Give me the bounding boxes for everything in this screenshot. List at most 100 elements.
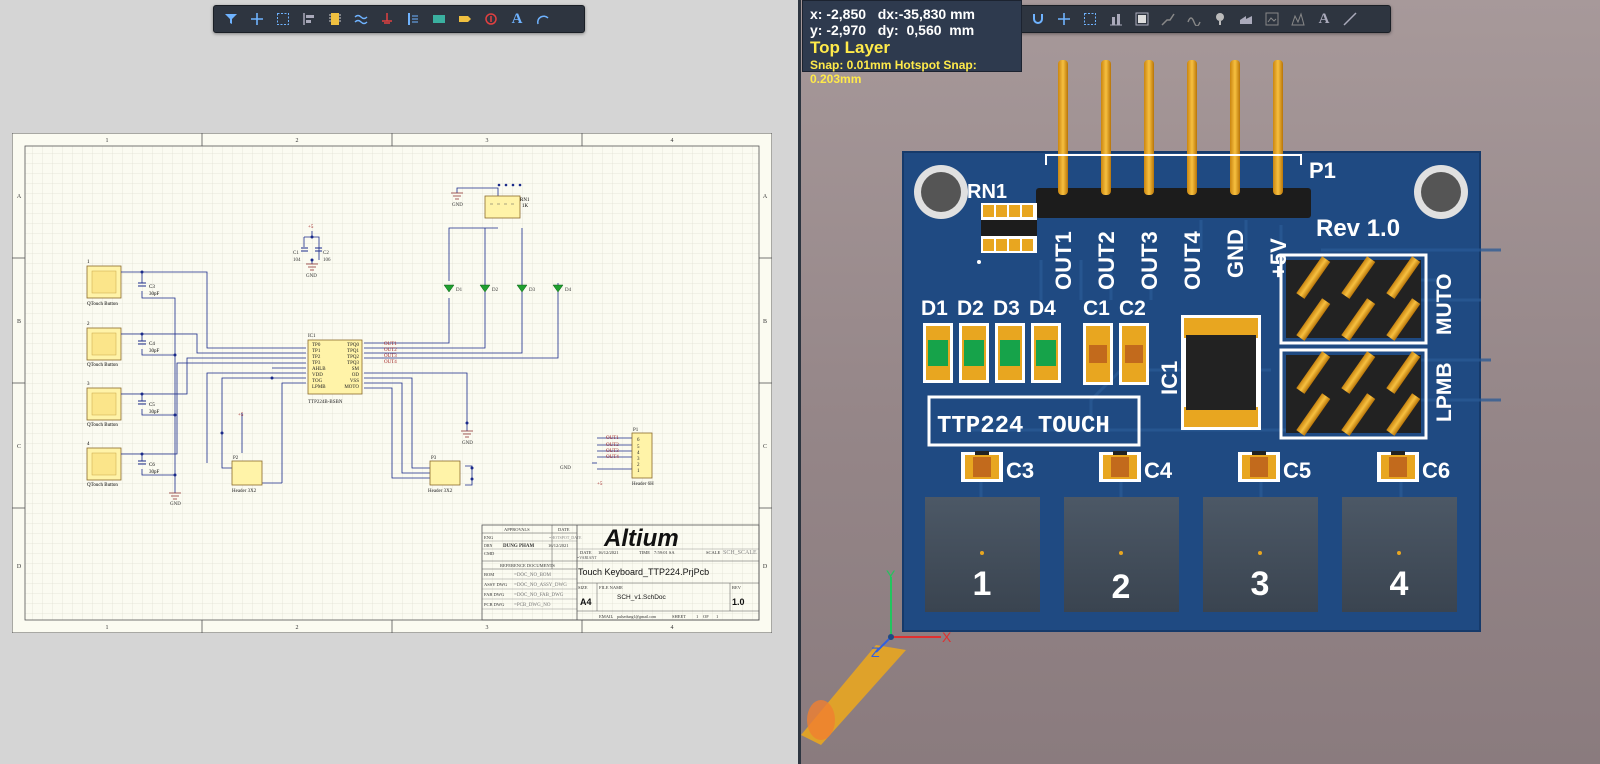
touch-button-1[interactable]: 1 QTouch Button C3 30pF — [86, 260, 160, 307]
row-label: C — [17, 444, 21, 450]
ic1-chip[interactable]: IC1 — [1157, 315, 1261, 430]
fill-icon[interactable] — [1261, 8, 1283, 30]
p3-header[interactable]: P3 Header 3X2 — [428, 456, 461, 494]
svg-text:C5: C5 — [1283, 458, 1311, 483]
svg-text:C2: C2 — [323, 251, 329, 256]
gnd-label: GND — [560, 466, 571, 471]
col-label: 2 — [296, 138, 299, 144]
filter-icon[interactable] — [220, 8, 242, 30]
polygon-icon[interactable] — [1287, 8, 1309, 30]
col-label: 4 — [671, 138, 674, 144]
touch-button-2[interactable]: 2 QTouch Button C4 30pF — [86, 322, 160, 368]
diff-pair-icon[interactable] — [1183, 8, 1205, 30]
altium-logo: Altium — [603, 525, 679, 552]
button-number: 3 — [87, 382, 90, 387]
svg-text:SHEET: SHEET — [672, 614, 686, 619]
power-port-icon[interactable] — [376, 8, 398, 30]
schematic-toolbar: A — [213, 5, 585, 33]
svg-text:VDD: VDD — [312, 373, 323, 378]
svg-text:Header 3X2: Header 3X2 — [428, 489, 453, 494]
text-icon[interactable]: A — [511, 10, 523, 27]
svg-text:OD: OD — [352, 373, 360, 378]
net-label-icon[interactable] — [428, 8, 450, 30]
svg-text:D1: D1 — [921, 297, 948, 320]
row-label: B — [17, 319, 21, 325]
svg-text:AHLB: AHLB — [312, 367, 326, 372]
route-icon[interactable] — [1157, 8, 1179, 30]
net-label: OUT4 — [384, 360, 397, 365]
svg-text:104: 104 — [293, 258, 301, 263]
svg-text:Header 6H: Header 6H — [632, 482, 654, 487]
cap-ref: C5 — [149, 403, 155, 408]
svg-text:X: X — [942, 629, 952, 645]
pcb-board-view[interactable]: P1 RN1 Rev 1.0 OUT1 OUT2 OUT3 OUT4 GND +… — [801, 0, 1600, 764]
leds: D1 D2 D3 D4 — [443, 284, 572, 293]
svg-text:SIZE: SIZE — [578, 585, 588, 590]
row-label: D — [17, 564, 22, 570]
row-label: A — [17, 194, 22, 200]
touch-button-4[interactable]: 4 QTouch Button C6 30pF — [86, 442, 160, 488]
line-icon[interactable] — [1339, 8, 1361, 30]
port-icon[interactable] — [454, 8, 476, 30]
select-rect-icon[interactable] — [1079, 8, 1101, 30]
svg-text:D2: D2 — [957, 297, 984, 320]
arc-icon[interactable] — [532, 8, 554, 30]
rn1-resistor-network[interactable]: RN1 1K — [484, 195, 530, 219]
svg-text:DATE: DATE — [580, 550, 592, 555]
svg-text:OUT3: OUT3 — [1137, 231, 1162, 290]
col-label: 4 — [671, 625, 674, 631]
svg-text:TPQ3: TPQ3 — [347, 361, 359, 366]
svg-text:TTP224B-BSBN: TTP224B-BSBN — [308, 400, 343, 405]
svg-text:Header 3X2: Header 3X2 — [232, 489, 257, 494]
lpmb-jumper[interactable] — [1279, 348, 1428, 440]
svg-text:D3: D3 — [993, 297, 1020, 320]
svg-text:OUT4: OUT4 — [1180, 231, 1205, 290]
text-icon[interactable]: A — [1318, 10, 1330, 27]
via-icon[interactable] — [1209, 8, 1231, 30]
add-icon[interactable] — [1053, 8, 1075, 30]
touch-button-3[interactable]: 3 QTouch Button C5 30pF — [86, 382, 160, 428]
bus-icon[interactable] — [402, 8, 424, 30]
pcb-3d-panel[interactable]: P1 RN1 Rev 1.0 OUT1 OUT2 OUT3 OUT4 GND +… — [801, 0, 1600, 764]
schematic-sheet[interactable]: 1 2 3 4 1 2 3 4 A B C D A B C D 1 QTouch… — [12, 133, 772, 633]
button-number: 4 — [87, 442, 90, 447]
svg-text:=DOC_NO_FAB_DWG: =DOC_NO_FAB_DWG — [514, 593, 564, 598]
svg-text:P1: P1 — [633, 428, 639, 433]
svg-text:C3: C3 — [1006, 458, 1034, 483]
schematic-panel[interactable]: A 1 2 3 4 1 2 3 4 A B C D — [0, 0, 798, 764]
cap-value: 30pF — [149, 470, 160, 475]
p1-pin-header[interactable] — [1036, 60, 1311, 218]
svg-text:IC1: IC1 — [1157, 361, 1182, 395]
magnet-icon[interactable] — [1027, 8, 1049, 30]
svg-text:TP2: TP2 — [312, 355, 321, 360]
col-label: 1 — [106, 138, 109, 144]
svg-text:C1: C1 — [293, 251, 299, 256]
svg-text:=HOTSPOT_DATE: =HOTSPOT_DATE — [549, 535, 582, 540]
vcc-label: +5 — [308, 225, 314, 230]
title-block: APPROVALS DATE ENG DRN DUNG PHAM 16/12/2… — [481, 524, 760, 621]
ic1-ttp224[interactable]: IC1 TTP224B-BSBN TP0 TP1 TP2 TP3 AHLB VD… — [307, 334, 397, 405]
wire-icon[interactable] — [350, 8, 372, 30]
p2-header[interactable]: P2 Header 3X2 — [231, 456, 263, 494]
add-icon[interactable] — [246, 8, 268, 30]
moto-jumper[interactable] — [1279, 253, 1428, 345]
align-icon[interactable] — [298, 8, 320, 30]
no-erc-icon[interactable] — [480, 8, 502, 30]
region-icon[interactable] — [1235, 8, 1257, 30]
led-ref: D1 — [456, 288, 463, 293]
svg-text:P3: P3 — [431, 456, 437, 461]
touch-pads[interactable]: 1 2 3 4 — [925, 497, 1457, 612]
p1-header[interactable]: P1 Header 6H 6 5 4 3 2 1 OUT1 OUT2 OUT3 … — [606, 428, 654, 487]
output-labels: OUT1 OUT2 OUT3 OUT4 GND +5V — [1051, 229, 1291, 290]
vcc-label: +5 — [238, 413, 244, 418]
select-rect-icon[interactable] — [272, 8, 294, 30]
panel-divider[interactable] — [798, 0, 801, 764]
svg-text:FAB DWG: FAB DWG — [484, 592, 505, 597]
svg-text:7:59:01 SA: 7:59:01 SA — [654, 550, 675, 555]
align-icon[interactable] — [1105, 8, 1127, 30]
component-icon[interactable] — [324, 8, 346, 30]
moto-label: MUTO — [1433, 274, 1456, 335]
component-icon[interactable] — [1131, 8, 1153, 30]
lpmb-label: LPMB — [1433, 363, 1456, 423]
led-labels: D1 D2 D3 D4 C1 C2 — [921, 297, 1146, 320]
